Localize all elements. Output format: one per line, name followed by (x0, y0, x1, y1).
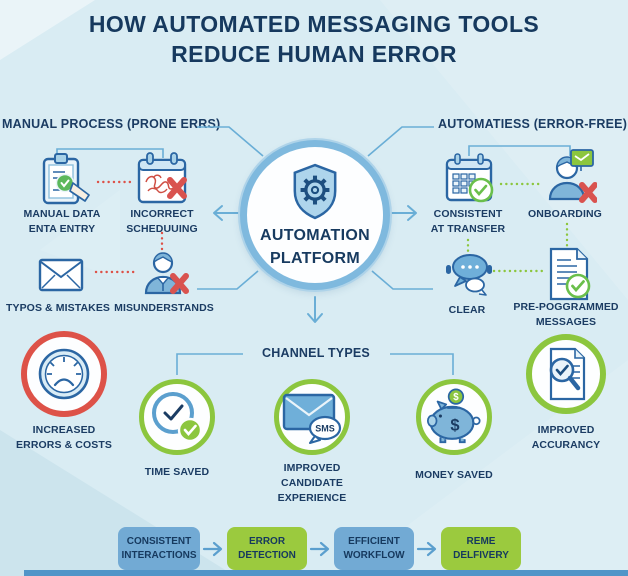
onboarding-label: ONBOARDING (528, 208, 602, 220)
automation-platform-node: AUTOMATION PLATFORM (240, 140, 390, 290)
increased-errors-node (21, 331, 107, 417)
envelope-sms-icon: SMS (282, 393, 342, 444)
manual-process-header: MANUAL PROCESS (PRONE ERRS) (2, 117, 221, 131)
calendar-check-icon (445, 153, 494, 203)
arrow-down-icon (307, 296, 323, 323)
clipboard-pencil-icon (42, 153, 90, 205)
money-saved-node: $ $ (416, 379, 492, 455)
chat-bubbles-icon (446, 254, 492, 296)
time-saved-label: TIME SAVED (144, 466, 210, 478)
candidate-experience-node: SMS (274, 379, 350, 455)
piggy-bank-icon: $ $ (426, 388, 481, 444)
title-line-2: REDUCE HUMAN ERROR (171, 41, 457, 68)
bottom-accent-bar (24, 570, 628, 576)
document-magnifier-icon (549, 347, 586, 401)
channel-types-header: CHANNEL TYPES (262, 346, 370, 360)
money-saved-label: MONEY SAVED (415, 469, 493, 481)
person-error-icon (144, 252, 189, 295)
automated-header: AUTOMATIESS (ERROR-FREE) (438, 117, 628, 131)
calendar-error-icon (137, 152, 187, 204)
sms-badge: SMS (315, 424, 335, 434)
flow-arrow-2-icon (309, 541, 330, 557)
clock-check-icon (152, 392, 203, 443)
page-title: HOW AUTOMATED MESSAGING TOOLS REDUCE HUM… (0, 9, 628, 70)
title-line-1: HOW AUTOMATED MESSAGING TOOLS (88, 11, 540, 37)
envelope-icon (38, 258, 84, 292)
typos-mistakes-label: TYPOS & MISTAKES (5, 302, 111, 314)
flow-arrow-3-icon (416, 541, 437, 557)
sad-gauge-icon (38, 348, 90, 400)
coin-dollar-glyph: $ (453, 392, 459, 403)
automation-platform-label: AUTOMATION PLATFORM (260, 226, 370, 267)
candidate-experience-label: IMPROVED CANDIDATE EXPERIENCE (277, 462, 347, 505)
misunderstands-label: MISUNDERSTANDS (114, 302, 214, 314)
person-message-icon (548, 149, 597, 203)
document-check-icon (549, 247, 591, 301)
clear-label: CLEAR (448, 304, 486, 316)
piggy-dollar-glyph: $ (450, 417, 459, 435)
improved-accuracy-node (526, 334, 606, 414)
time-saved-node (139, 379, 215, 455)
flow-arrow-1-icon (202, 541, 223, 557)
shield-gear-icon (293, 163, 337, 220)
